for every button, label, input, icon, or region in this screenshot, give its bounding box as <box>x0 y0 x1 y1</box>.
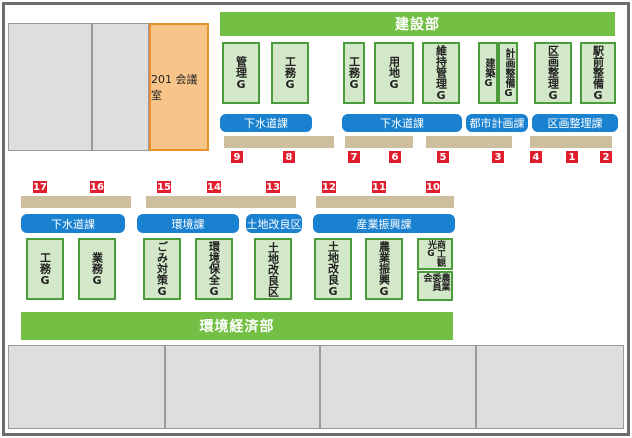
section-gesuido-mid: 下水道課 <box>342 114 462 132</box>
window-6: 6 <box>389 151 401 163</box>
group-kanri: 管理G <box>222 42 260 104</box>
section-gesuido-right: 下水道課 <box>220 114 312 132</box>
counter <box>345 136 413 148</box>
group-nougyou-shinko: 農業振興G <box>365 238 403 300</box>
window-2: 2 <box>600 151 612 163</box>
group-tochi-kairyo-g: 土地改良G <box>314 238 352 300</box>
department-kensetsu: 建設部 <box>220 12 615 36</box>
room-top-left-2 <box>92 23 149 151</box>
department-kankyo-keizai: 環境経済部 <box>21 312 453 340</box>
group-kenchiku: 建築G <box>478 42 498 104</box>
room-top-left-1 <box>8 23 92 151</box>
group-kankyo-hozen: 環境保全G <box>195 238 233 300</box>
group-ekimae-seibi: 駅前整備G <box>580 42 616 104</box>
section-gesuido-left: 下水道課 <box>21 214 125 233</box>
window-13: 13 <box>266 181 280 193</box>
counter <box>146 196 296 208</box>
group-tochi-kairyo-ku: 土地改良区 <box>254 238 292 300</box>
group-iji-kanri: 維持管理G <box>422 42 460 104</box>
room-bottom-2 <box>165 345 320 429</box>
room-bottom-4 <box>476 345 624 429</box>
window-5: 5 <box>437 151 449 163</box>
group-youchi: 用地G <box>374 42 414 104</box>
meeting-room-201: 201 会議室 <box>149 23 209 151</box>
section-kukaku-seiri: 区画整理課 <box>532 114 618 132</box>
window-4: 4 <box>530 151 542 163</box>
window-1: 1 <box>566 151 578 163</box>
room-bottom-1 <box>8 345 165 429</box>
window-10: 10 <box>426 181 440 193</box>
group-shoko-kanko: 商工観光G <box>417 238 453 270</box>
window-3: 3 <box>492 151 504 163</box>
section-sangyo-shinko: 産業振興課 <box>313 214 455 233</box>
group-kukaku-seiri: 区画整理G <box>534 42 572 104</box>
group-koumu-top: 工務G <box>271 42 309 104</box>
group-koumu-mid: 工務G <box>343 42 365 104</box>
window-8: 8 <box>283 151 295 163</box>
room-bottom-3 <box>320 345 476 429</box>
group-gomi-taisaku: ごみ対策G <box>143 238 181 300</box>
counter <box>21 196 131 208</box>
window-14: 14 <box>207 181 221 193</box>
window-12: 12 <box>322 181 336 193</box>
counter <box>530 136 612 148</box>
section-toshi-keikaku: 都市計画課 <box>466 114 528 132</box>
section-tochi-kairyo: 土地改良区 <box>246 214 302 233</box>
counter <box>316 196 454 208</box>
group-koumu-left: 工務G <box>26 238 64 300</box>
window-15: 15 <box>157 181 171 193</box>
window-9: 9 <box>231 151 243 163</box>
window-11: 11 <box>372 181 386 193</box>
counter <box>426 136 512 148</box>
group-gyoumu: 業務G <box>78 238 116 300</box>
window-16: 16 <box>90 181 104 193</box>
window-17: 17 <box>33 181 47 193</box>
window-7: 7 <box>348 151 360 163</box>
group-keikaku-seibi: 計画整備G <box>498 42 518 104</box>
group-nougyou-iinkai: 農業委員会 <box>417 271 453 301</box>
counter <box>224 136 334 148</box>
section-kankyo: 環境課 <box>137 214 239 233</box>
